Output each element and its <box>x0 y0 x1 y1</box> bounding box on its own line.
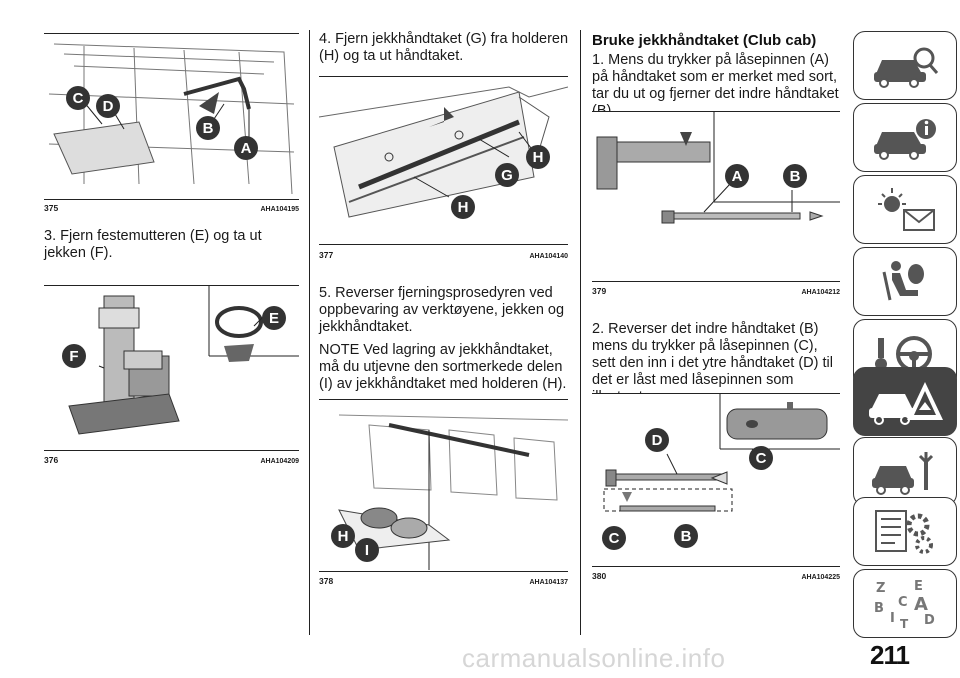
figure-code: AHA104140 <box>529 253 568 260</box>
figure-376-illustration: F E <box>44 286 299 450</box>
svg-text:E: E <box>914 579 923 594</box>
callout-b: B <box>674 524 698 548</box>
figure-number: 380 <box>592 571 607 581</box>
car-breakdown-warning-icon <box>869 381 943 425</box>
figure-379-bottom-rule <box>592 281 840 282</box>
figure-379-top-rule <box>592 111 840 112</box>
svg-text:B: B <box>874 601 884 616</box>
figure-378-caption: 378 AHA104137 <box>319 576 568 586</box>
side-tab-car-info[interactable] <box>853 103 957 172</box>
figure-378-illustration: H I <box>319 400 568 571</box>
side-tab-airbag[interactable] <box>853 247 957 316</box>
callout-b: B <box>783 164 807 188</box>
column-divider-1 <box>309 30 310 635</box>
figure-380-caption: 380 AHA104225 <box>592 571 840 581</box>
figure-378-bottom-rule <box>319 571 568 572</box>
svg-text:Z: Z <box>876 581 885 596</box>
figure-376-bottom-rule <box>44 450 299 451</box>
airbag-seat-icon <box>882 260 924 300</box>
figure-379-illustration: A B <box>592 112 840 281</box>
car-service-icon <box>872 451 934 495</box>
step-4-text: 4. Fjern jekkhåndtaket (G) fra holderen … <box>319 31 569 64</box>
figure-code: AHA104209 <box>260 458 299 465</box>
callout-i: I <box>355 538 379 562</box>
figure-377-bottom-rule <box>319 244 568 245</box>
figure-375-top-rule <box>44 33 299 34</box>
figure-number: 375 <box>44 203 59 213</box>
step-1-text: 1. Mens du trykker på låsepinnen (A) på … <box>592 52 839 119</box>
callout-d: D <box>96 94 120 118</box>
callout-c: C <box>749 446 773 470</box>
callout-h: H <box>451 195 475 219</box>
side-tab-car-search[interactable] <box>853 31 957 100</box>
figure-377-top-rule <box>319 76 568 77</box>
callout-e: E <box>262 306 286 330</box>
callout-c: C <box>602 526 626 550</box>
figure-number: 378 <box>319 576 334 586</box>
svg-text:C: C <box>898 595 908 610</box>
callout-g: G <box>495 163 519 187</box>
svg-text:T: T <box>900 617 909 630</box>
callout-d: D <box>645 428 669 452</box>
steering-key-icon <box>875 335 932 372</box>
callout-b: B <box>196 116 220 140</box>
car-info-icon <box>874 118 936 160</box>
specifications-gear-icon <box>875 509 933 554</box>
side-tab-warning-lights[interactable] <box>853 175 957 244</box>
side-tab-specifications[interactable] <box>853 497 957 566</box>
figure-377-caption: 377 AHA104140 <box>319 250 568 260</box>
callout-f: F <box>62 344 86 368</box>
figure-378-top-rule <box>319 399 568 400</box>
section-heading: Bruke jekkhåndtaket (Club cab) <box>592 32 817 49</box>
figure-number: 379 <box>592 286 607 296</box>
figure-379-caption: 379 AHA104212 <box>592 286 840 296</box>
figure-380-illustration: D C C B <box>592 394 840 566</box>
warning-lights-message-icon <box>878 187 935 231</box>
step-5-text: 5. Reverser fjerningsprosedyren ved oppb… <box>319 285 565 335</box>
figure-380-bottom-rule <box>592 566 840 567</box>
svg-text:I: I <box>890 611 895 626</box>
side-tab-service[interactable] <box>853 437 957 506</box>
side-tab-breakdown[interactable] <box>853 367 957 436</box>
svg-text:A: A <box>914 594 928 615</box>
callout-c: C <box>66 86 90 110</box>
note-text: NOTE Ved lagring av jekkhåndtaket, må du… <box>319 342 567 392</box>
figure-376-top-rule <box>44 285 299 286</box>
figure-code: AHA104137 <box>529 579 568 586</box>
callout-a: A <box>234 136 258 160</box>
figure-code: AHA104195 <box>260 206 299 213</box>
column-divider-2 <box>580 30 581 635</box>
callout-h: H <box>331 524 355 548</box>
svg-text:D: D <box>924 613 935 628</box>
figure-code: AHA104225 <box>801 574 840 581</box>
page-number: 211 <box>870 640 910 670</box>
step-3-text: 3. Fjern festemutteren (E) og ta ut jekk… <box>44 228 262 261</box>
callout-a: A <box>725 164 749 188</box>
watermark: carmanualsonline.info <box>462 643 726 673</box>
figure-376-caption: 376 AHA104209 <box>44 455 299 465</box>
callout-h: H <box>526 145 550 169</box>
figure-number: 377 <box>319 250 334 260</box>
car-search-icon <box>874 47 939 88</box>
figure-375-illustration: C D B A <box>44 34 299 199</box>
figure-number: 376 <box>44 455 59 465</box>
figure-code: AHA104212 <box>801 289 840 296</box>
figure-375-caption: 375 AHA104195 <box>44 203 299 213</box>
figure-375-bottom-rule <box>44 199 299 200</box>
figure-380-top-rule <box>592 393 840 394</box>
figure-377-illustration: G H H <box>319 77 568 244</box>
